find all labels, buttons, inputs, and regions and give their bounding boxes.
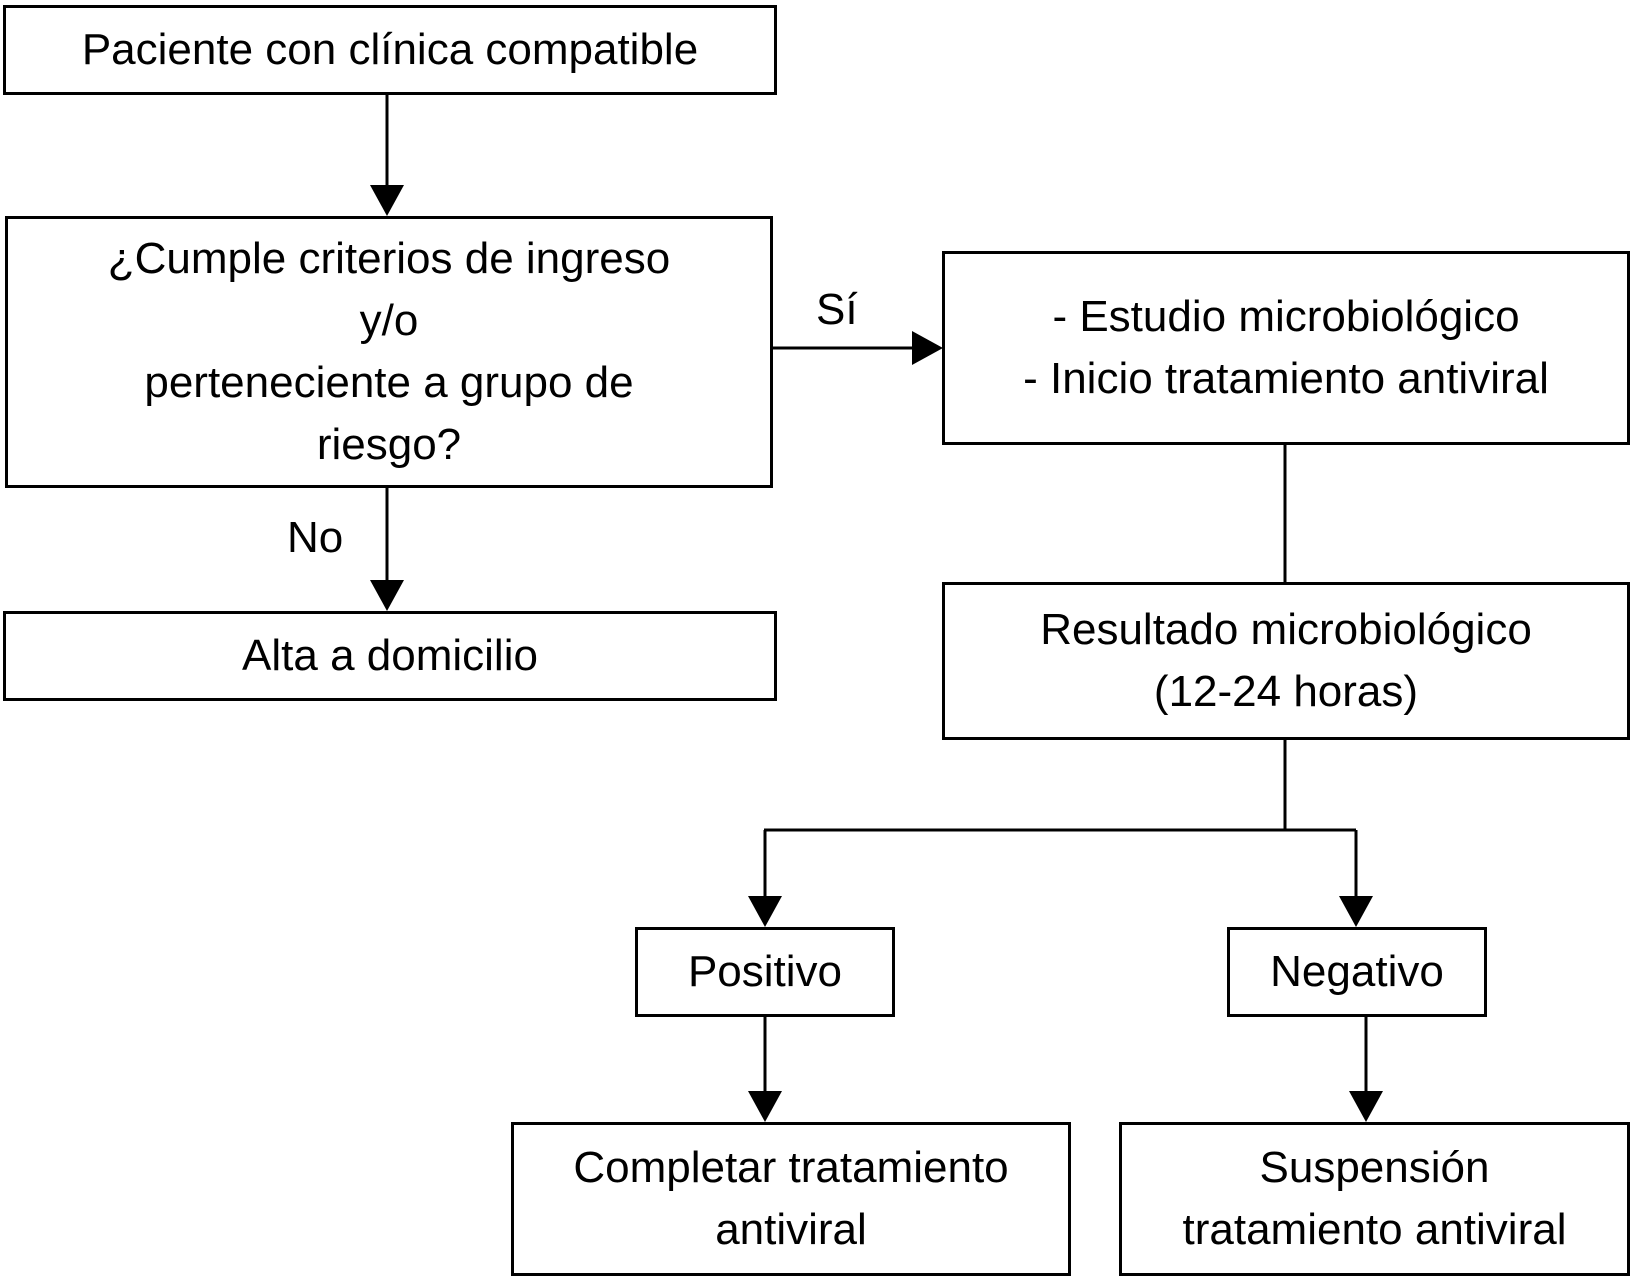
arrowhead-complete	[748, 1091, 782, 1122]
arrowhead-study	[912, 331, 943, 365]
node-text-line: Positivo	[687, 947, 843, 996]
node-text-line: - Inicio tratamiento antiviral	[1023, 354, 1549, 403]
node-text-line: (12-24 horas)	[1153, 667, 1419, 716]
node-study: - Estudio microbiológico - Inicio tratami…	[942, 251, 1630, 445]
edge-label-yes: Sí	[816, 285, 858, 334]
node-complete: Completar tratamiento antiviral	[511, 1122, 1071, 1276]
node-text-line: Negativo	[1270, 947, 1444, 996]
edge-label-no: No	[287, 513, 344, 562]
node-positive: Positivo	[635, 927, 895, 1017]
node-text-line: Resultado microbiológico	[1040, 605, 1532, 654]
node-text-line: riesgo?	[316, 420, 462, 469]
node-text-line: ¿Cumple criterios de ingreso	[107, 234, 671, 283]
node-text-line: - Estudio microbiológico	[1052, 292, 1520, 341]
arrowhead-suspend	[1349, 1091, 1383, 1122]
node-result: Resultado microbiológico (12-24 horas)	[942, 582, 1630, 740]
node-text-line: antiviral	[715, 1205, 867, 1254]
node-text-line: perteneciente a grupo de	[144, 358, 634, 407]
node-suspend: Suspensión tratamiento antiviral	[1119, 1122, 1630, 1276]
arrowhead-positive	[748, 896, 782, 927]
node-text-line: y/o	[359, 296, 419, 345]
arrowhead-discharge	[370, 580, 404, 611]
node-question: ¿Cumple criterios de ingreso y/o perteneci…	[5, 216, 773, 488]
node-text-line: Completar tratamiento	[573, 1143, 1009, 1192]
node-text-line: tratamiento antiviral	[1182, 1205, 1567, 1254]
node-negative: Negativo	[1227, 927, 1487, 1017]
node-text-line: Suspensión	[1259, 1143, 1490, 1192]
arrowhead-question	[370, 185, 404, 216]
node-start: Paciente con clínica compatible	[3, 5, 777, 95]
node-text-line: Alta a domicilio	[242, 631, 538, 680]
arrowhead-negative	[1339, 896, 1373, 927]
node-text-line: Paciente con clínica compatible	[81, 25, 699, 74]
node-discharge: Alta a domicilio	[3, 611, 777, 701]
